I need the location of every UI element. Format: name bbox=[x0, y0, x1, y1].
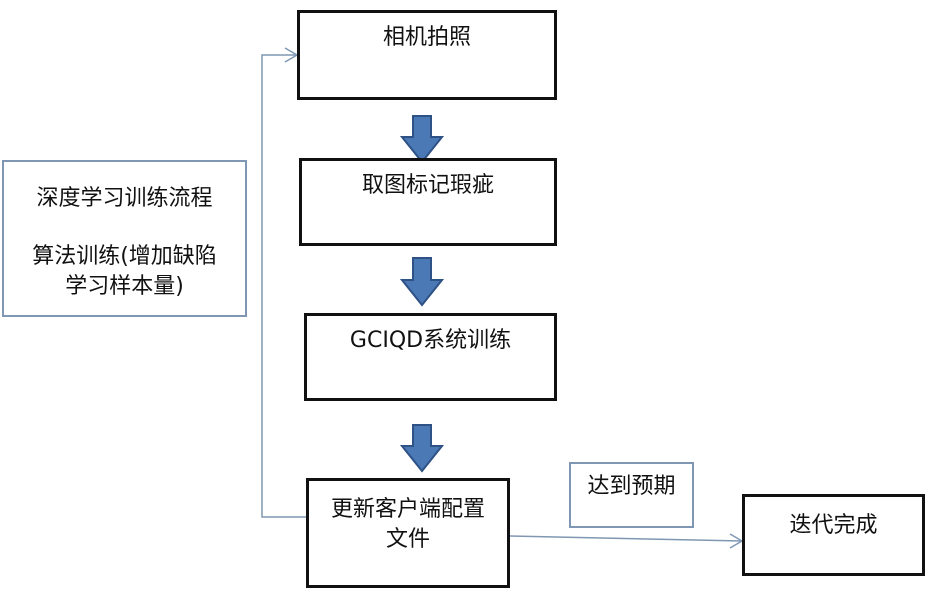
step-4-label: 更新客户端配置 文件 bbox=[330, 497, 485, 552]
down-arrow-3 bbox=[399, 424, 445, 473]
step-mark-defects: 取图标记瑕疵 bbox=[299, 158, 557, 246]
to-final-connector bbox=[509, 535, 743, 542]
loop-back-connector bbox=[261, 54, 306, 518]
side-note-line2: 算法训练(增加缺陷 bbox=[32, 243, 217, 269]
step-iteration-complete: 迭代完成 bbox=[742, 494, 925, 576]
condition-label: 达到预期 bbox=[587, 474, 676, 499]
down-arrow-1 bbox=[399, 115, 445, 164]
step-2-label: 取图标记瑕疵 bbox=[361, 173, 494, 198]
step-update-config: 更新客户端配置 文件 bbox=[306, 478, 510, 588]
step-system-training: GCIQD系统训练 bbox=[304, 313, 557, 401]
down-arrow-2 bbox=[399, 257, 445, 307]
condition-label-box: 达到预期 bbox=[569, 462, 694, 528]
side-note-line3: 学习样本量) bbox=[65, 273, 184, 299]
side-note-box: 深度学习训练流程 算法训练(增加缺陷 学习样本量) bbox=[2, 160, 247, 317]
step-camera-capture: 相机拍照 bbox=[297, 10, 557, 100]
step-3-label: GCIQD系统训练 bbox=[349, 328, 512, 353]
step-1-label: 相机拍照 bbox=[382, 25, 471, 50]
side-note-title: 深度学习训练流程 bbox=[36, 185, 213, 211]
final-step-label: 迭代完成 bbox=[789, 513, 878, 538]
